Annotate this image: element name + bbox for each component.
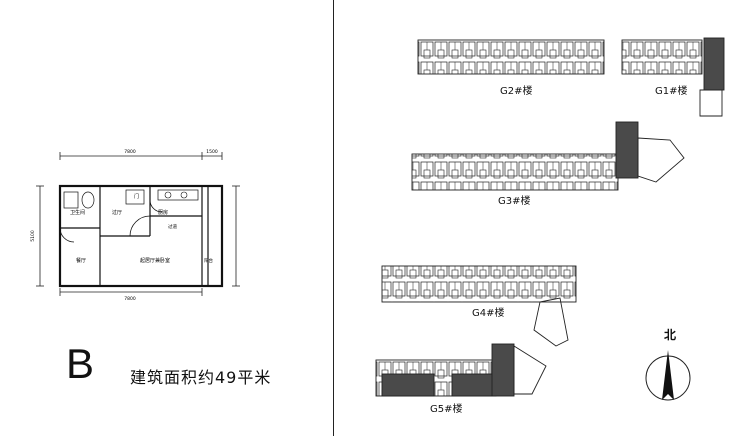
- label-g2: G2#楼: [500, 86, 533, 97]
- building-g1: [621, 39, 703, 75]
- room-aisle: 过道: [168, 223, 177, 230]
- room-bathroom: 卫生间: [70, 209, 85, 216]
- label-g5: G5#楼: [430, 404, 463, 415]
- room-dining: 餐厅: [76, 257, 86, 264]
- label-g4: G4#楼: [472, 308, 505, 319]
- building-g3: [411, 153, 619, 191]
- unit-type-letter: B: [66, 340, 95, 387]
- outer-wall: [58, 184, 224, 288]
- dim-bottom-total: 7800: [124, 296, 136, 302]
- room-living-bedroom: 起居厅兼卧室: [140, 257, 170, 264]
- label-g3: G3#楼: [498, 196, 531, 207]
- label-g1: G1#楼: [655, 86, 688, 97]
- building-g4: [381, 265, 577, 303]
- building-g2: [417, 39, 605, 75]
- floor-plan: 7800 1500 7800 5100 卫生间 过厅 厨房 门 餐厅 起居厅兼卧…: [30, 149, 240, 302]
- room-balcony: 阳台: [204, 257, 213, 264]
- compass-north-label: 北: [664, 328, 677, 342]
- building-g5-highlight-b: [451, 373, 497, 397]
- dim-left-height: 5100: [30, 230, 36, 242]
- building-g5-highlight-a: [381, 373, 435, 397]
- building-g3-highlight: [615, 121, 639, 179]
- room-corridor: 过厅: [112, 209, 122, 216]
- dim-top-total: 7800: [124, 149, 136, 155]
- dim-top-right: 1500: [206, 149, 218, 155]
- north-compass: [645, 350, 691, 401]
- unit-area-text: 建筑面积约49平米: [130, 368, 272, 387]
- room-kitchen: 厨房: [158, 209, 168, 216]
- panel-divider: [333, 0, 334, 436]
- room-entry: 门: [134, 193, 139, 200]
- building-g5-highlight-c: [491, 343, 515, 397]
- building-g1-highlight: [703, 37, 725, 91]
